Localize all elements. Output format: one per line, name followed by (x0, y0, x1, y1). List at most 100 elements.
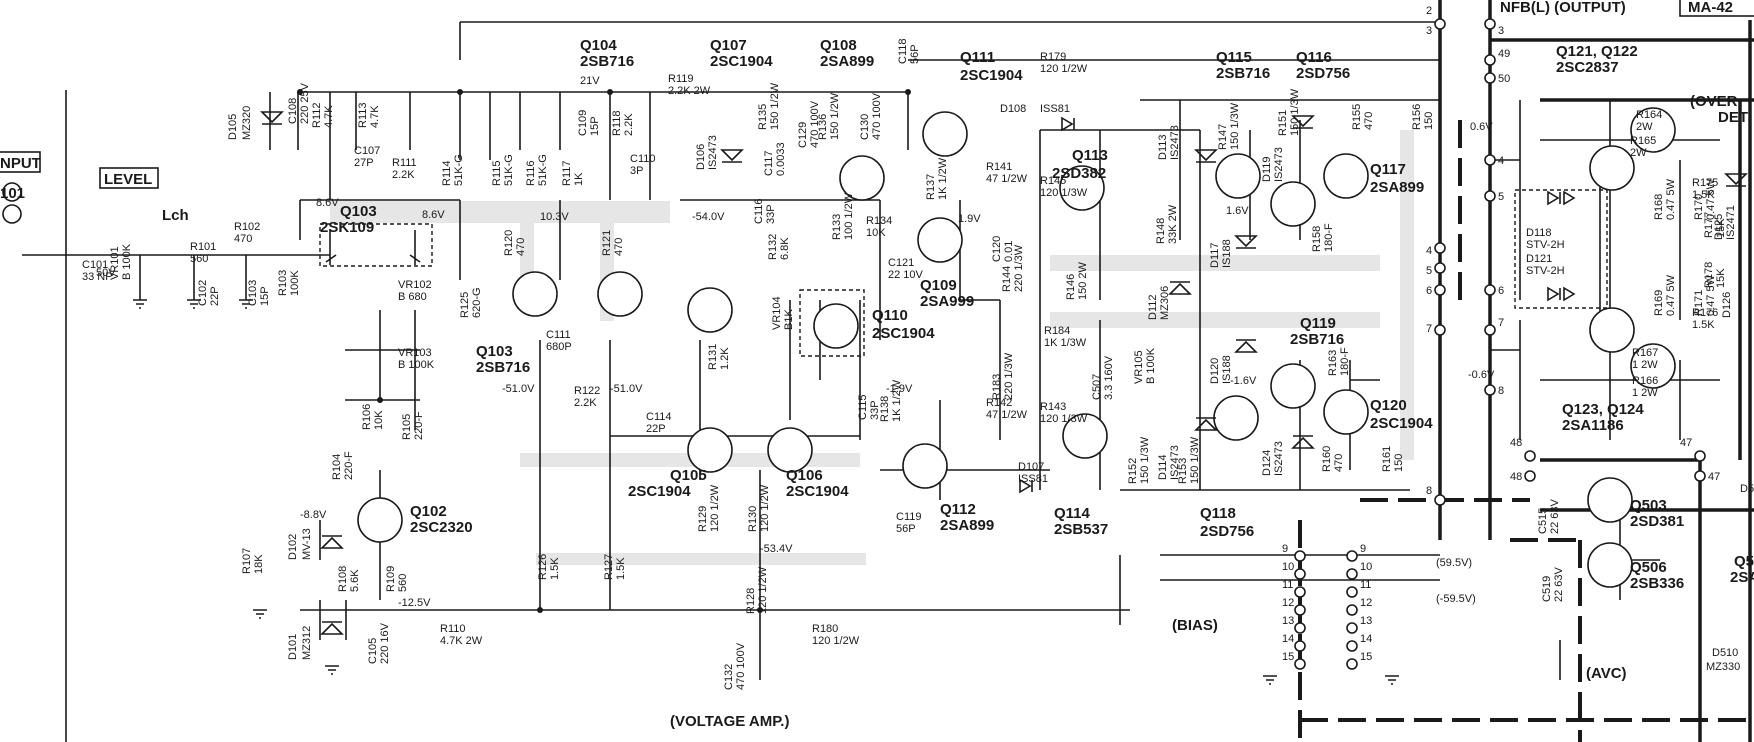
d510-type: MZ330 (1706, 661, 1740, 673)
capacitor-c105-label: C105 (367, 638, 379, 664)
q103b-type: 2SB716 (476, 359, 530, 376)
resistor-r176-label: R176 (1692, 307, 1718, 319)
resistor-r132-value: 6.8K (779, 237, 791, 260)
resistor-r136-label: R136 (817, 114, 829, 140)
resistor-r152-label: R152 (1127, 458, 1139, 484)
vr-vr102-value: B 680 (398, 291, 427, 303)
resistor-r169-label: R169 (1653, 290, 1665, 316)
resistor-r147-value: 150 1/3W (1229, 102, 1241, 150)
resistor-r116-label: R116 (525, 161, 537, 186)
resistor-r165-value: 2W (1630, 147, 1647, 159)
resistor-r121-label: R121 (601, 230, 613, 256)
d106-type: IS2473 (707, 135, 719, 170)
v16a: 1.6V (1226, 205, 1249, 217)
q120-type: 2SC1904 (1370, 415, 1433, 432)
resistor-r130-label: R130 (747, 506, 759, 532)
resistor-r110-label: R110 (440, 623, 465, 635)
capacitor-c107-label: C107 (354, 145, 380, 157)
d114-label: D114 (1157, 455, 1169, 480)
title-text: MA-42 (1688, 0, 1733, 16)
q104-type: 2SB716 (580, 53, 634, 70)
q103-dual-fet-frame (319, 223, 433, 267)
conn-left-7: 7 (1426, 323, 1432, 335)
capacitor-c110-value: 3P (630, 165, 643, 177)
bus-left-15: 15 (1282, 651, 1294, 663)
resistor-r107-label: R107 (241, 548, 253, 574)
resistor-r109-value: 560 (397, 574, 409, 592)
resistor-r160-value: 470 (1333, 454, 1345, 472)
resistor-r106-value: 10K (373, 410, 385, 430)
q120-symbol (1323, 389, 1369, 435)
q116-symbol (1270, 181, 1316, 227)
q123-symbol (1589, 307, 1635, 353)
capacitor-c111-label: C111 (546, 329, 571, 341)
d106-label: D106 (695, 144, 707, 170)
d113-label: D113 (1157, 135, 1169, 160)
level-label-box (99, 167, 159, 189)
resistor-r168-value: 0.47 5W (1665, 178, 1677, 220)
q503-id: Q503 (1630, 497, 1667, 514)
resistor-r110-value: 4.7K 2W (440, 635, 483, 647)
q111-type: 2SC1904 (960, 67, 1023, 84)
input-jack[interactable] (2, 182, 22, 224)
resistor-r129-value: 120 1/2W (709, 484, 721, 532)
q112-id: Q112 (940, 501, 976, 518)
resistor-r143-label: R143 (1040, 401, 1066, 413)
resistor-r111-value: 2.2K (392, 169, 415, 181)
resistor-r135-value: 150 1/2W (769, 82, 781, 130)
q101-label: 101 (0, 185, 25, 202)
vm510b: -51.0V (610, 383, 643, 395)
q123-id: Q123, Q124 (1562, 401, 1644, 418)
capacitor-c129-label: C129 (797, 122, 809, 148)
vr-vr104-label: VR104 (771, 296, 783, 330)
d118-label: D118 (1526, 227, 1551, 239)
q109-id: Q109 (920, 277, 957, 294)
bus-left-13: 13 (1282, 615, 1294, 627)
v86a: 8.6V (316, 197, 339, 209)
resistor-r179-value: 120 1/2W (1040, 63, 1088, 75)
resistor-r156-label: R156 (1411, 104, 1423, 130)
vr-vr105-value: B 100K (1145, 347, 1157, 384)
pin-48a: 48 (1510, 437, 1522, 449)
d117-label: D117 (1209, 243, 1221, 268)
resistor-r128-value: 120 1/2W (757, 566, 769, 614)
q110-id: Q110 (872, 307, 908, 324)
capacitor-c118-label: C118 (897, 39, 909, 64)
q121-symbol (1589, 145, 1635, 191)
resistor-r106-label: R106 (361, 404, 373, 430)
capacitor-c108-value: 220 25V (299, 82, 311, 124)
q116-id: Q116 (1296, 49, 1332, 66)
resistor-r145-label: R145 (1040, 175, 1066, 187)
capacitor-c103-value: 15P (259, 286, 271, 306)
q111-id: Q111 (960, 49, 995, 66)
resistor-r166-label: R166 (1632, 375, 1658, 387)
resistor-r135-label: R135 (757, 104, 769, 130)
resistor-r143-value: 120 1/3W (1040, 413, 1088, 425)
conn-left-4: 4 (1426, 245, 1432, 257)
bus-right-11: 11 (1360, 579, 1371, 591)
capacitor-c132-value: 470 100V (735, 642, 747, 690)
d119-label: D119 (1261, 157, 1273, 182)
q108-type: 2SA899 (820, 53, 874, 70)
q114-id: Q114 (1054, 505, 1091, 522)
d107-label: D107 (1018, 461, 1044, 473)
bus-left-9: 9 (1282, 543, 1288, 555)
q102-type: 2SC2320 (410, 519, 473, 536)
resistor-r102-value: 470 (234, 233, 252, 245)
q108-id: Q108 (820, 37, 857, 54)
resistor-r134-value: 10K (866, 227, 886, 239)
resistor-r142-value: 47 1/2W (986, 409, 1028, 421)
q503-symbol (1587, 477, 1633, 523)
bus-left-12: 12 (1282, 597, 1294, 609)
capacitor-c114-label: C114 (646, 411, 671, 423)
pin-47b: 47 (1708, 471, 1720, 483)
q124-symbol (1630, 343, 1676, 389)
d102-type: MV-13 (301, 528, 313, 560)
bus-right-15: 15 (1360, 651, 1372, 663)
q103b-id: Q103 (476, 343, 513, 360)
resistor-r138-label: R138 (879, 396, 891, 422)
q107-symbol (687, 287, 733, 333)
capacitor-c519-value: 22 63V (1553, 566, 1565, 602)
q121-type: 2SC2837 (1556, 59, 1619, 76)
